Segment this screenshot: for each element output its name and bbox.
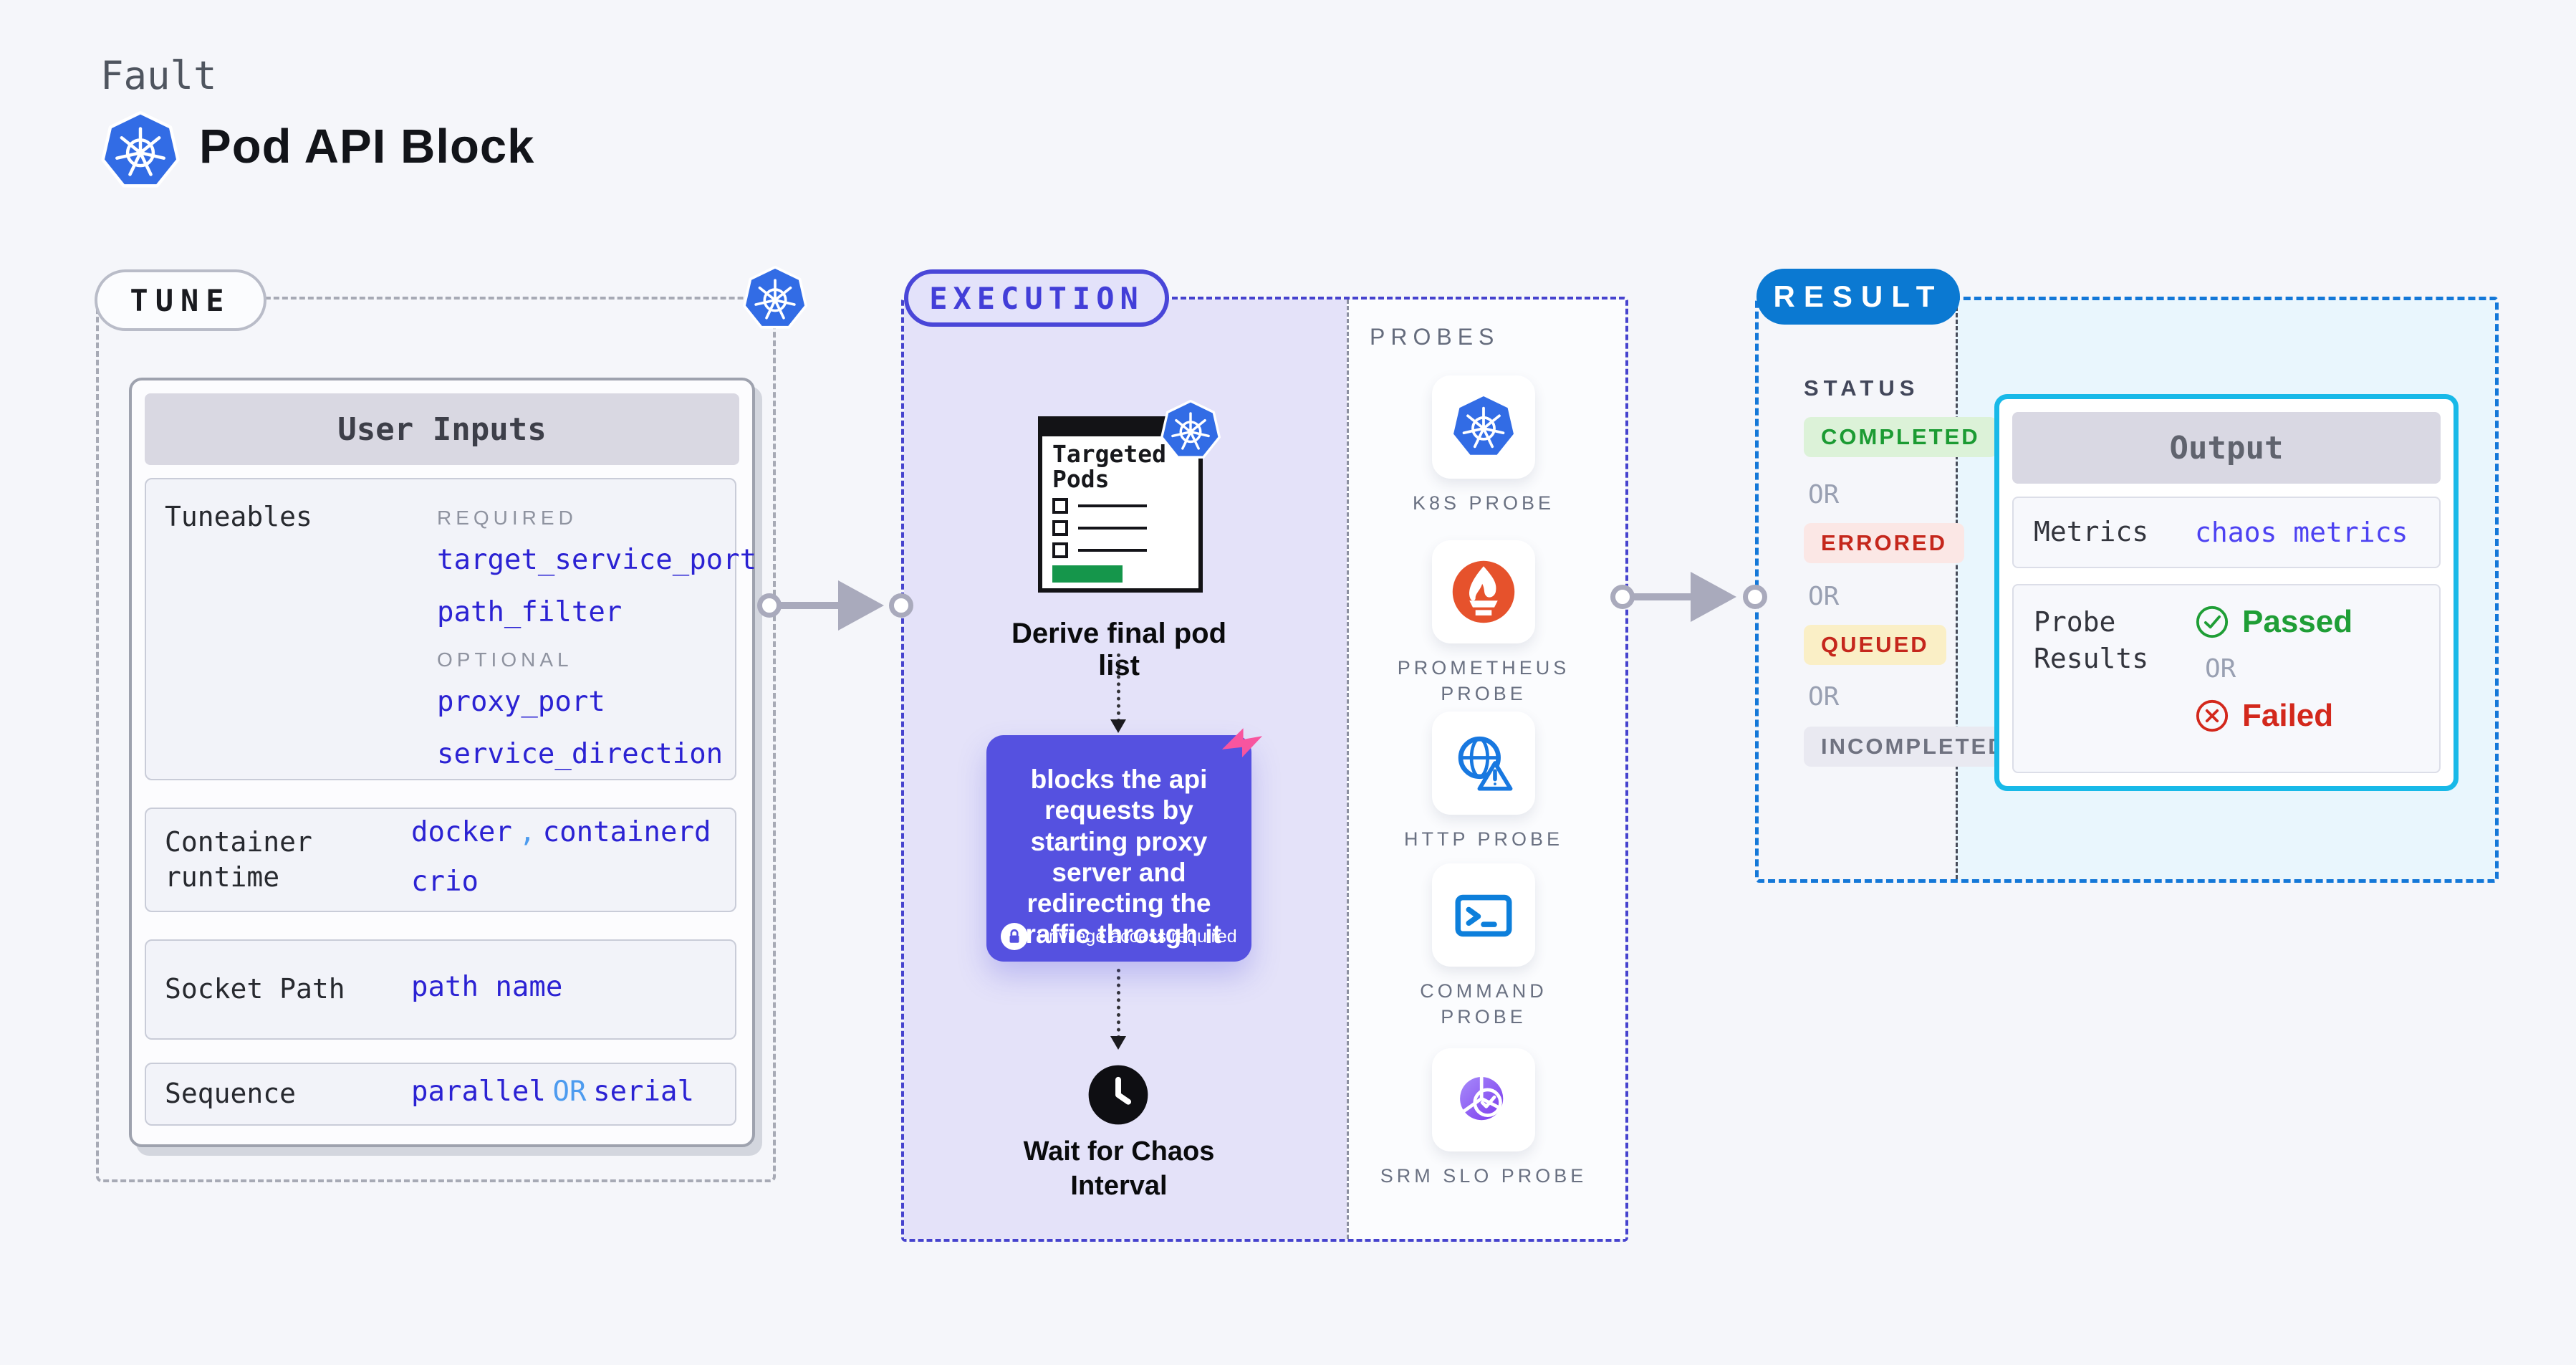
probe-label: K8S PROBE <box>1412 492 1555 514</box>
probe-label: PROMETHEUS PROBE <box>1397 657 1570 704</box>
tuneable-service-direction: service_direction <box>437 738 724 770</box>
probe-item-command: COMMAND PROBE <box>1351 863 1616 1030</box>
output-box: Output Metrics chaos metrics Probe Resul… <box>1994 394 2459 791</box>
arrow-execution-to-result <box>1623 593 1717 600</box>
tune-panel <box>96 297 776 1182</box>
pods-progress-bar <box>1052 565 1123 583</box>
probe-item-http: HTTP PROBE <box>1351 712 1616 852</box>
http-probe-icon <box>1432 712 1535 815</box>
pod-checkbox-row <box>1052 498 1188 514</box>
prometheus-probe-icon <box>1432 540 1535 643</box>
output-title: Output <box>2012 412 2441 484</box>
clock-icon <box>1087 1063 1150 1126</box>
lock-icon <box>1001 923 1028 950</box>
arrowhead-execution-to-result <box>1691 572 1736 622</box>
tuneable-proxy-port: proxy_port <box>437 686 605 718</box>
probe-label: SRM SLO PROBE <box>1380 1165 1587 1187</box>
privilege-note: Privilege access required <box>1037 926 1237 947</box>
srm-slo-probe-icon <box>1432 1048 1535 1151</box>
arrowhead-tune-to-execution <box>838 580 884 631</box>
metrics-value: chaos metrics <box>2195 517 2408 548</box>
socket-path-value: path name <box>411 970 563 1003</box>
kubernetes-icon <box>742 265 808 332</box>
litmus-chaos-icon <box>1214 714 1270 770</box>
targeted-pods-box: Targeted Pods <box>1038 416 1203 593</box>
probe-results-row: Probe Results Passed OR Failed <box>2012 584 2441 773</box>
probe-label: COMMAND PROBE <box>1420 980 1547 1028</box>
tuneables-label: Tuneables <box>165 501 312 532</box>
dotted-connector <box>1117 969 1120 1039</box>
status-completed-badge: COMPLETED <box>1804 417 1997 457</box>
connector-dot <box>757 593 782 618</box>
sequence-label: Sequence <box>165 1078 297 1110</box>
tuneables-row: Tuneables REQUIRED target_service_port p… <box>145 478 756 780</box>
user-inputs-title: User Inputs <box>145 393 739 465</box>
probe-results-label: Probe Results <box>2034 606 2149 675</box>
sequence-parallel: parallel <box>411 1075 546 1108</box>
runtime-containerd: containerd <box>542 816 711 848</box>
dotted-arrowhead <box>1110 719 1126 733</box>
probe-item-k8s: K8S PROBE <box>1351 375 1616 516</box>
status-errored-badge: ERRORED <box>1804 523 1965 563</box>
status-label: STATUS <box>1804 375 1920 401</box>
runtime-crio: crio <box>411 866 479 898</box>
wait-for-chaos-interval-label: Wait for Chaos Interval <box>1023 1136 1215 1201</box>
arrow-tune-to-execution <box>769 602 862 609</box>
targeted-pods-titlebar <box>1042 421 1198 436</box>
failed-cross-icon <box>2195 699 2229 733</box>
tune-badge: TUNE <box>95 269 266 331</box>
result-badge: RESULT <box>1756 269 1960 325</box>
status-incompleted-badge: INCOMPLETED <box>1804 727 2024 767</box>
probe-label: HTTP PROBE <box>1403 828 1564 850</box>
optional-section-label: OPTIONAL <box>437 648 573 671</box>
socket-path-label: Socket Path <box>165 973 345 1005</box>
status-or: OR <box>1808 582 1840 611</box>
metrics-label: Metrics <box>2034 516 2149 548</box>
runtime-docker: docker <box>411 816 512 848</box>
user-inputs-card: User Inputs Tuneables REQUIRED target_se… <box>129 378 756 1147</box>
probe-result-or: OR <box>2205 654 2236 684</box>
probe-item-srm-slo: SRM SLO PROBE <box>1351 1048 1616 1189</box>
execution-badge: EXECUTION <box>904 269 1169 327</box>
sequence-row: Sequence parallel OR serial <box>145 1063 736 1126</box>
fault-description: blocks the api requests by starting prox… <box>1017 765 1221 949</box>
fault-description-box: blocks the api requests by starting prox… <box>986 735 1251 962</box>
status-queued-badge: QUEUED <box>1804 625 1946 665</box>
runtime-separator: , <box>519 816 537 848</box>
connector-dot <box>1743 585 1767 609</box>
status-or: OR <box>1808 480 1840 509</box>
kubernetes-icon <box>1160 399 1221 462</box>
passed-check-icon <box>2195 605 2229 639</box>
tuneable-path-filter: path_filter <box>437 596 623 628</box>
connector-dot <box>889 593 913 618</box>
targeted-pods-title: Targeted Pods <box>1052 440 1166 493</box>
pod-checkbox-row <box>1052 520 1188 537</box>
connector-dot <box>1610 585 1635 609</box>
probe-item-prometheus: PROMETHEUS PROBE <box>1351 540 1616 707</box>
metrics-row: Metrics chaos metrics <box>2012 497 2441 568</box>
k8s-probe-icon <box>1432 375 1535 479</box>
dotted-connector <box>1117 653 1120 722</box>
page-title: Pod API Block <box>199 120 535 173</box>
passed-label: Passed <box>2242 604 2353 639</box>
sequence-serial: serial <box>593 1075 694 1108</box>
failed-label: Failed <box>2242 698 2334 733</box>
dotted-arrowhead <box>1110 1036 1126 1050</box>
sequence-or: OR <box>552 1075 587 1108</box>
socket-path-row: Socket Path path name <box>145 939 736 1040</box>
container-runtime-row: Container runtime docker , containerd cr… <box>145 808 736 912</box>
kubernetes-logo-icon <box>100 110 181 192</box>
command-probe-icon <box>1432 863 1535 967</box>
container-runtime-label: Container runtime <box>165 825 312 893</box>
fault-eyebrow: Fault <box>100 53 217 98</box>
required-section-label: REQUIRED <box>437 507 577 529</box>
probes-title: PROBES <box>1370 324 1500 350</box>
pod-checkbox-row <box>1052 542 1188 559</box>
status-or: OR <box>1808 682 1840 712</box>
tuneable-target-service-port: target_service_port <box>437 544 757 576</box>
